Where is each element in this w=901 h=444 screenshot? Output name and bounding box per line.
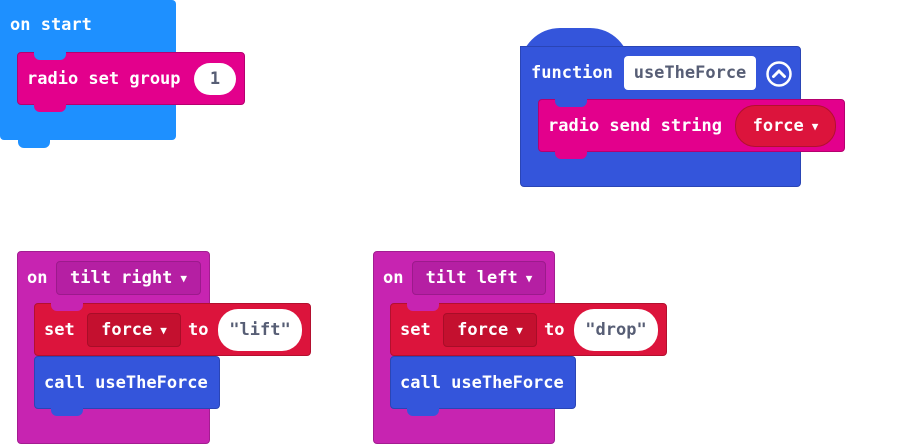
function-name-field[interactable]: useTheForce <box>624 56 756 90</box>
variable-dropdown[interactable]: force ▼ <box>87 313 181 347</box>
radio-set-group-label: radio set group <box>27 69 181 89</box>
call-function-label: call useTheForce <box>400 373 564 393</box>
radio-group-number-input[interactable]: 1 <box>194 63 236 95</box>
radio-send-string-block[interactable]: radio send string force ▼ <box>538 99 845 159</box>
variable-dropdown[interactable]: force ▼ <box>443 313 537 347</box>
gesture-dropdown[interactable]: tilt right ▼ <box>56 261 201 295</box>
dropdown-caret-icon: ▼ <box>525 271 533 285</box>
radio-send-string-label: radio send string <box>548 116 722 136</box>
gesture-label: tilt left <box>425 268 518 288</box>
force-variable-dropdown[interactable]: force ▼ <box>735 105 836 147</box>
force-variable-label: force <box>752 116 804 136</box>
gesture-dropdown[interactable]: tilt left ▼ <box>412 261 546 295</box>
call-function-block[interactable]: call useTheForce <box>390 356 576 416</box>
variable-label: force <box>457 320 509 340</box>
string-value-input[interactable]: "drop" <box>574 309 658 351</box>
function-name: useTheForce <box>633 63 747 83</box>
on-label: on <box>27 268 48 288</box>
set-label: set <box>44 320 75 340</box>
dropdown-caret-icon: ▼ <box>516 323 523 337</box>
radio-group-value: 1 <box>209 69 221 89</box>
on-start-label: on start <box>10 15 92 35</box>
to-label: to <box>188 320 209 340</box>
dropdown-caret-icon: ▼ <box>160 323 167 337</box>
set-variable-block[interactable]: set force ▼ to "lift" <box>34 303 311 356</box>
string-value-input[interactable]: "lift" <box>218 309 302 351</box>
variable-label: force <box>101 320 153 340</box>
radio-set-group-block[interactable]: radio set group 1 <box>17 52 245 112</box>
chevron-up-circle-icon[interactable] <box>766 61 792 87</box>
dropdown-caret-icon: ▼ <box>180 271 187 285</box>
call-function-block[interactable]: call useTheForce <box>34 356 220 416</box>
set-variable-block[interactable]: set force ▼ to "drop" <box>390 303 667 356</box>
gesture-label: tilt right <box>70 268 173 288</box>
string-value: "lift" <box>229 320 291 340</box>
set-label: set <box>400 320 431 340</box>
string-value: "drop" <box>585 320 647 340</box>
call-function-label: call useTheForce <box>44 373 208 393</box>
function-keyword: function <box>531 63 613 83</box>
on-label: on <box>383 268 404 288</box>
dropdown-caret-icon: ▼ <box>811 119 819 133</box>
to-label: to <box>544 320 565 340</box>
